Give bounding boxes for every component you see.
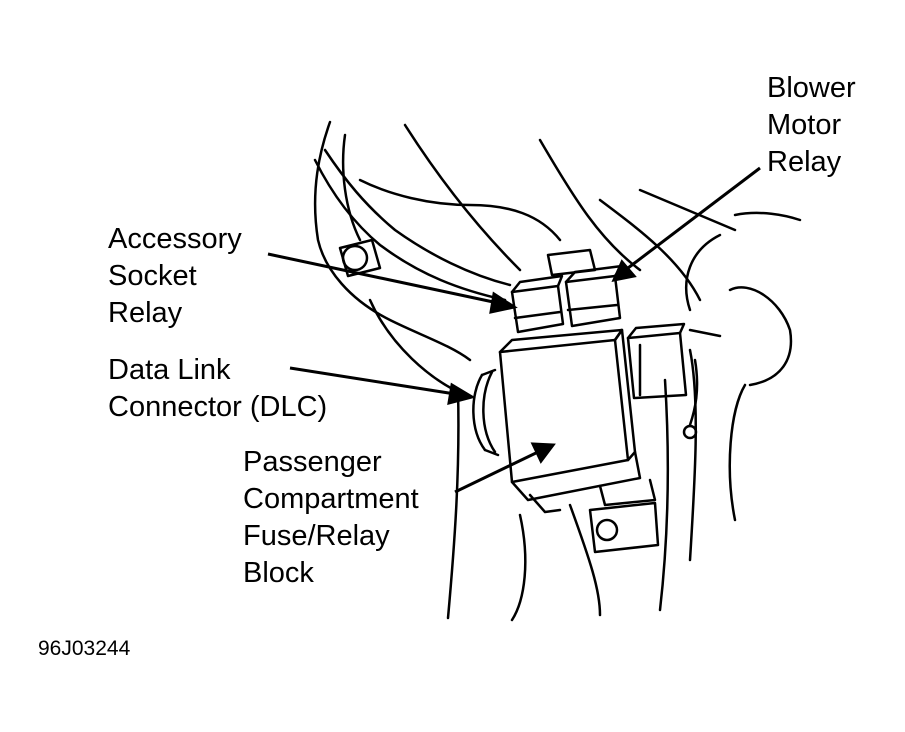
dlc-label-line-2: Connector (DLC) xyxy=(108,391,328,423)
blower-label-line-2: Motor xyxy=(767,109,842,141)
blower-label-line-3: Relay xyxy=(767,146,842,178)
blower-motor-relay-label: Blower Motor Relay xyxy=(767,70,856,181)
leader-fuse-relay-block xyxy=(454,442,556,494)
fuse-label-line-2: Compartment xyxy=(243,483,419,515)
ground-wire xyxy=(682,328,722,440)
leader-blower-motor-relay xyxy=(611,166,761,283)
accessory-socket-relay-label: Accessory Socket Relay xyxy=(108,221,242,332)
dlc-label-line-1: Data Link xyxy=(108,354,231,386)
accessory-label-line-2: Socket xyxy=(108,260,197,292)
fuse-label-line-4: Block xyxy=(243,557,314,589)
figure-id: 96J03244 xyxy=(38,637,131,660)
accessory-label-line-3: Relay xyxy=(108,297,183,329)
leader-accessory-socket-relay xyxy=(267,252,518,314)
blower-label-line-1: Blower xyxy=(767,72,856,104)
data-link-connector-label: Data Link Connector (DLC) xyxy=(108,352,327,426)
data-link-connector xyxy=(472,368,500,457)
fuse-label-line-1: Passenger xyxy=(243,446,382,478)
accessory-label-line-1: Accessory xyxy=(108,223,242,255)
fuse-relay-block-label: Passenger Compartment Fuse/Relay Block xyxy=(243,444,419,592)
blower-motor-relay xyxy=(564,264,624,328)
fuse-relay-block xyxy=(498,328,660,554)
fuse-label-line-3: Fuse/Relay xyxy=(243,520,390,552)
leader-data-link-connector xyxy=(289,366,476,406)
side-relays xyxy=(626,322,688,400)
accessory-socket-relay xyxy=(510,274,565,334)
